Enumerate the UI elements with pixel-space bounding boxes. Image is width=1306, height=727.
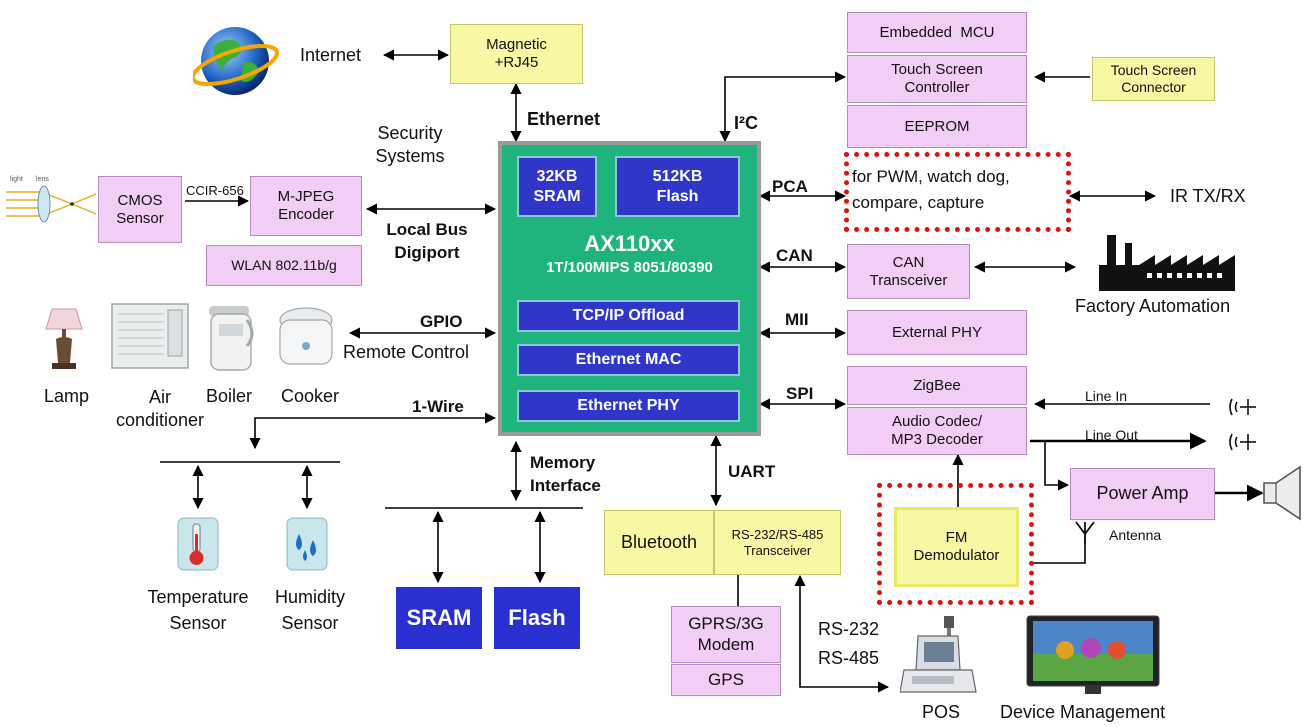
pos-label: POS (922, 702, 961, 722)
lamp-label: Lamp (44, 386, 90, 406)
can-transceiver-box: CAN Transceiver (847, 244, 970, 299)
chip-tcpip-offload: TCP/IP Offload (517, 300, 740, 332)
pca-functions-text: for PWM, watch dog, compare, capture (852, 167, 1010, 213)
link-rs232 (794, 574, 890, 693)
internet-label: Internet (300, 45, 362, 65)
boiler-icon (209, 306, 254, 371)
pca-functions-highlight (844, 152, 1071, 232)
ethernet-label: Ethernet (527, 109, 601, 129)
chip-sram: 32KB SRAM (517, 156, 597, 217)
humidity-sensor-label: Humidity Sensor (274, 587, 345, 634)
fm-demodulator-box: FM Demodulator (894, 507, 1019, 587)
touch-screen-connector-box: Touch Screen Connector (1092, 57, 1215, 101)
gpio-label: GPIO (420, 312, 463, 331)
lens-icon: light lens (6, 176, 97, 223)
zigbee-box: ZigBee (847, 366, 1027, 405)
wlan-box: WLAN 802.11b/g (206, 245, 362, 286)
globe-icon (193, 27, 280, 95)
can-label: CAN (776, 246, 813, 265)
factory-icon (1099, 235, 1235, 291)
factory-automation-label: Factory Automation (1075, 296, 1231, 316)
chip-ethernet-mac: Ethernet MAC (517, 344, 740, 376)
svg-text:lens: lens (36, 176, 49, 183)
boiler-label: Boiler (206, 386, 253, 406)
bluetooth-box: Bluetooth (604, 510, 714, 575)
chip-flash: 512KB Flash (615, 156, 740, 217)
line-in-label: Line In (1085, 388, 1128, 404)
security-systems-label: Security Systems (375, 123, 445, 167)
link-power-amp (1044, 441, 1070, 491)
device-management-label: Device Management (1000, 702, 1166, 722)
antenna-label: Antenna (1109, 527, 1162, 543)
chip-subtitle: 1T/100MIPS 8051/80390 (546, 259, 713, 276)
thermometer-icon (177, 517, 219, 571)
power-amp-box: Power Amp (1070, 468, 1215, 520)
one-wire-label: 1-Wire (412, 397, 464, 416)
temperature-sensor-label: Temperature Sensor (147, 587, 249, 634)
pos-terminal-icon (900, 616, 977, 693)
gps-box: GPS (671, 664, 781, 696)
touch-screen-controller-box: Touch Screen Controller (847, 55, 1027, 103)
i2c-label: I²C (734, 113, 758, 133)
svg-text:light: light (10, 176, 23, 183)
gprs-modem-box: GPRS/3G Modem (671, 606, 781, 663)
link-one-wire (249, 412, 497, 450)
lamp-icon (45, 308, 83, 369)
audio-in-jack-icon (1229, 398, 1256, 416)
spi-label: SPI (786, 384, 814, 403)
external-phy-box: External PHY (847, 310, 1027, 355)
speaker-icon (1263, 465, 1301, 521)
external-flash-box: Flash (494, 587, 580, 649)
remote-control-label: Remote Control (343, 342, 470, 362)
audio-codec-box: Audio Codec/ MP3 Decoder (847, 407, 1027, 455)
rice-cooker-icon (279, 307, 333, 365)
humidity-icon (286, 517, 328, 571)
local-bus-label: Local Bus Digiport (386, 220, 468, 262)
chip-name: AX110xx (584, 231, 675, 256)
audio-out-jack-icon (1229, 433, 1256, 451)
rs-transceiver-box: RS-232/RS-485 Transceiver (714, 510, 841, 575)
rs-labels: RS-232 RS-485 (818, 619, 880, 668)
pca-label: PCA (772, 177, 808, 196)
air-conditioner-label: Air conditioner (115, 387, 205, 431)
eeprom-box: EEPROM (847, 105, 1027, 148)
antenna-icon (1075, 521, 1095, 544)
air-conditioner-icon (111, 303, 189, 369)
uart-label: UART (728, 462, 776, 481)
ax110xx-chip: 32KB SRAM 512KB Flash AX110xx 1T/100MIPS… (498, 141, 761, 436)
ir-label: IR TX/RX (1170, 186, 1246, 206)
cmos-sensor-box: CMOS Sensor (98, 176, 182, 243)
memory-interface-label: Memory Interface (530, 453, 601, 495)
mjpeg-encoder-box: M-JPEG Encoder (250, 176, 362, 236)
line-out-label: Line Out (1085, 427, 1138, 443)
monitor-icon (1026, 615, 1160, 694)
mii-label: MII (785, 310, 809, 329)
ccir-label: CCIR-656 (186, 183, 244, 198)
cooker-label: Cooker (281, 386, 340, 406)
magnetic-rj45-box: Magnetic +RJ45 (450, 24, 583, 84)
fm-demodulator-highlight (877, 483, 1034, 605)
chip-ethernet-phy: Ethernet PHY (517, 390, 740, 422)
external-sram-box: SRAM (396, 587, 482, 649)
link-i2c (719, 71, 847, 143)
embedded-mcu-box: Embedded MCU (847, 12, 1027, 53)
